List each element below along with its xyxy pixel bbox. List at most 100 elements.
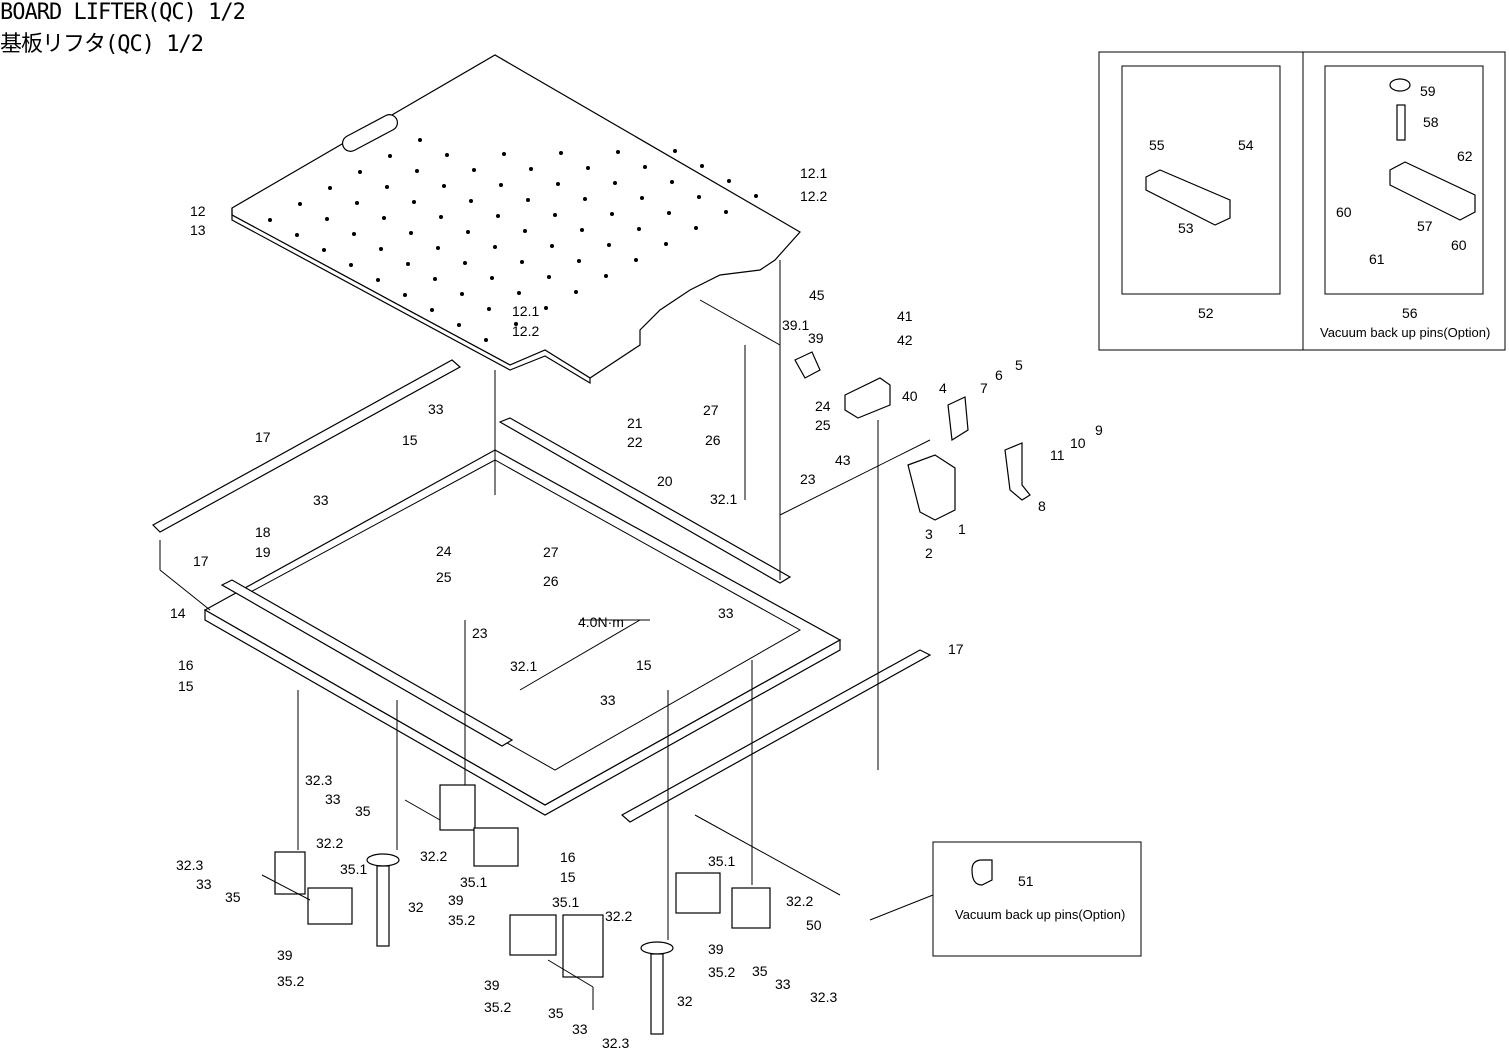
- callout-35-d: 35.1: [708, 853, 735, 869]
- callout-26-b: 24: [815, 398, 831, 414]
- bracket-32-b: [439, 784, 476, 831]
- callout-10: 10: [1070, 435, 1086, 451]
- plate-hole: [550, 244, 554, 248]
- callout-20: 18: [255, 524, 271, 540]
- plate-hole: [727, 179, 731, 183]
- plate-hole: [325, 217, 329, 221]
- callout-1: 1: [958, 521, 966, 537]
- plate-hole: [610, 212, 614, 216]
- plate-hole: [472, 168, 476, 172]
- plate-hole: [580, 228, 584, 232]
- plate-hole: [430, 308, 434, 312]
- callout-11: 11: [1050, 447, 1065, 463]
- plate-hole: [616, 150, 620, 154]
- plate-hole: [544, 306, 548, 310]
- title-english: BOARD LIFTER(QC) 1/2: [0, 0, 246, 25]
- bracket-32-d: [731, 887, 771, 929]
- plate-hole: [466, 230, 470, 234]
- callout-39-1: 39.1: [782, 317, 809, 333]
- plate-hole: [460, 292, 464, 296]
- plate-hole: [526, 198, 530, 202]
- callout-22: 20: [657, 473, 673, 489]
- callout-54: 54: [1238, 137, 1254, 153]
- callout-19: 17: [193, 553, 209, 569]
- plate-hole: [556, 182, 560, 186]
- bracket-32-c: [562, 914, 604, 978]
- callout-51: 51: [1018, 873, 1034, 889]
- option-box-52: [1121, 65, 1281, 295]
- callout-6: 6: [995, 367, 1003, 383]
- callout-17-b: 16: [560, 849, 576, 865]
- plate-hole: [355, 201, 359, 205]
- callout-35-2-a: 39: [448, 892, 464, 908]
- plate-hole: [493, 245, 497, 249]
- callout-25-b: 23: [800, 471, 816, 487]
- callout-35-c: 35.1: [552, 894, 579, 910]
- callout-33-a: 33: [428, 401, 444, 417]
- plate-hole: [376, 278, 380, 282]
- callout-35-b: 35.1: [340, 861, 367, 877]
- callout-3: 3: [925, 526, 933, 542]
- plate-hole: [487, 307, 491, 311]
- option-box-51: [932, 841, 1142, 957]
- callout-42: 42: [897, 332, 913, 348]
- part-57: [1389, 161, 1476, 221]
- plate-hole: [295, 233, 299, 237]
- callout-32-c: 32.2: [605, 908, 632, 924]
- plate-hole: [418, 138, 422, 142]
- plate-hole: [328, 186, 332, 190]
- callout-58: 58: [1423, 114, 1439, 130]
- plate-hole: [523, 229, 527, 233]
- plate-hole: [697, 195, 701, 199]
- plate-hole: [637, 227, 641, 231]
- plate-hole: [664, 242, 668, 246]
- callout-32-2-c: 33: [572, 1021, 588, 1037]
- callout-32-3-b: 35: [225, 889, 241, 905]
- plate-hole: [403, 293, 407, 297]
- base-frame: [203, 449, 842, 816]
- callout-12-2-top: 12.2: [800, 188, 827, 204]
- plate-hole: [490, 276, 494, 280]
- top-plate: [231, 54, 801, 385]
- plate-hole: [433, 277, 437, 281]
- callout-12-1-top: 12.1: [800, 165, 827, 181]
- callout-32-2-d: 33: [775, 976, 791, 992]
- plate-hole: [586, 166, 590, 170]
- callout-50: 50: [806, 917, 822, 933]
- callout-35-1-c: 35.2: [484, 999, 511, 1015]
- plate-hole: [547, 275, 551, 279]
- callout-24: 22: [627, 434, 643, 450]
- option-box-outer: [1098, 51, 1506, 351]
- callout-60-b: 60: [1451, 237, 1467, 253]
- plate-hole: [415, 169, 419, 173]
- plate-hole: [484, 338, 488, 342]
- plate-hole: [268, 218, 272, 222]
- plate-hole: [640, 196, 644, 200]
- plate-hole: [643, 165, 647, 169]
- callout-35-2-b: 39: [277, 947, 293, 963]
- plate-hole: [502, 152, 506, 156]
- option-caption-51: Vacuum back up pins(Option): [955, 907, 1125, 922]
- callout-35-1-d: 35.2: [708, 964, 735, 980]
- option-caption-56: Vacuum back up pins(Option): [1320, 325, 1490, 340]
- plate-hole: [439, 215, 443, 219]
- part-53: [1145, 169, 1231, 226]
- plate-hole: [496, 214, 500, 218]
- plate-hole: [520, 260, 524, 264]
- callout-35-2-c: 39: [484, 977, 500, 993]
- plate-hole: [463, 261, 467, 265]
- callout-18-left: 17: [255, 429, 271, 445]
- callout-43: 43: [835, 452, 851, 468]
- plate-hole: [694, 226, 698, 230]
- callout-28-a: 32: [408, 899, 424, 915]
- plate-hole: [385, 185, 389, 189]
- callout-61: 61: [1369, 251, 1385, 267]
- callout-32-1-c: 32.3: [602, 1035, 629, 1050]
- block-40: [844, 377, 891, 419]
- callout-9: 9: [1095, 422, 1103, 438]
- callout-27-b: 25: [815, 417, 831, 433]
- plate-hole: [724, 210, 728, 214]
- bracket-35-d: [675, 872, 721, 914]
- callout-18-right: 17: [948, 641, 964, 657]
- title-japanese: 基板リフタ(QC) 1/2: [0, 32, 204, 57]
